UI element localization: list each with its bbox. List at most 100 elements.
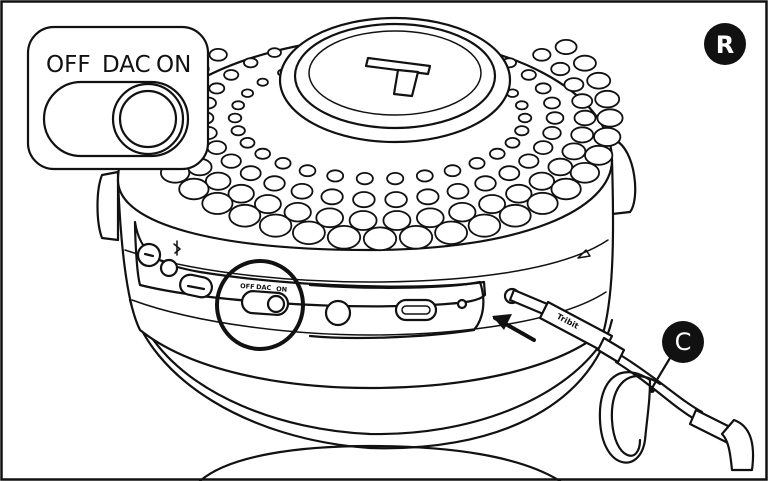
grille-hole [517,112,533,124]
grille-hole [596,108,624,128]
grille-hole [239,165,262,182]
small-label-on: ON [276,285,288,294]
grille-hole [352,191,376,209]
grille-hole [448,201,477,223]
grille-hole [443,164,462,178]
grille-hole [254,147,272,160]
grille-hole [227,112,243,124]
brand-logo-icon [364,56,432,98]
switch-zoom-callout: OFF DAC ON [26,25,210,171]
grille-hole [253,194,282,215]
volume-button [179,273,213,299]
grille-hole [467,213,502,238]
grille-hole [573,54,597,72]
grille-hole [415,169,434,183]
grille-hole [240,88,254,98]
grille-hole [239,137,256,149]
grille-hole [178,177,210,201]
dac-switch-knob-small [266,294,286,314]
small-label-dac: DAC [256,283,272,292]
control-panel: OFF DAC ON [133,220,591,351]
insert-arrow-icon [492,314,536,342]
grille-hole [382,210,412,231]
grille-hole [550,177,582,201]
grille-hole [208,47,228,62]
grille-hole [526,191,559,215]
grille-hole [569,162,601,184]
cable-marker-label: C [675,328,692,356]
grille-hole [542,126,562,141]
grille-hole [204,171,232,191]
grille-hole [478,194,507,215]
grille-hole [518,153,540,169]
grille-hole [584,144,614,166]
grille-hole [362,226,398,252]
grille-hole [474,175,497,192]
grille-hole [514,125,530,137]
side-band-left [96,170,120,242]
grille-hole [201,191,234,215]
grille-hole [208,82,226,95]
ear-cushion [128,298,614,481]
grille-hole [434,220,469,246]
grille-hole [446,183,470,200]
grille-hole [504,137,521,149]
grille-hole [230,125,246,137]
dac-switch-knob [111,82,185,156]
grille-hole [514,100,529,111]
grille-hole [263,175,286,192]
grille-hole [290,183,314,200]
usb-c-port [394,298,438,322]
grille-hole [283,201,312,223]
grille-hole [563,77,585,92]
jack-socket [324,299,352,327]
grille-hole [561,142,587,161]
panel-marker-label: R [716,31,734,59]
grille-hole [488,147,506,160]
grille-hole [498,165,521,182]
cable-marker-badge: C [649,321,704,393]
grille-hole [355,172,374,186]
grille-hole [298,164,317,178]
grille-hole [498,203,532,228]
grille-hole [231,100,246,111]
bluetooth-icon [173,240,181,256]
side-band-right [606,138,637,216]
zoom-label-dac: DAC [102,52,151,78]
zoom-label-off: OFF [46,52,91,78]
grille-hole [320,188,344,206]
grille-hole [547,157,574,177]
grille-hole [545,111,565,125]
grille-hole [206,140,228,156]
grille-hole [533,140,554,156]
grille-hole [220,153,242,169]
grille-hole [468,157,486,170]
highlight-circle [215,259,305,351]
grille-hole [258,213,293,238]
grille-hole [554,39,578,56]
panel-marker-badge: R [704,23,746,65]
grille-hole [593,126,622,147]
grille-hole [386,172,405,186]
grille-hole [571,93,594,109]
small-label-off: OFF [240,282,255,291]
grille-hole [267,47,282,58]
grille-hole [256,77,269,87]
grille-hole [573,109,597,127]
grille-hole [315,207,345,229]
grille-hole [586,71,612,90]
grille-hole [505,183,533,204]
grille-hole [326,169,345,183]
grille-hole [398,225,434,250]
grille-hole [520,69,537,81]
grille-hole [415,207,445,229]
grille-hole [242,57,259,69]
status-led [456,298,468,310]
audio-cable: Tribit [503,287,755,472]
grille-hole [228,203,262,228]
grille-hole [543,96,561,110]
grille-hole [348,210,378,231]
grille-hole [534,82,552,95]
